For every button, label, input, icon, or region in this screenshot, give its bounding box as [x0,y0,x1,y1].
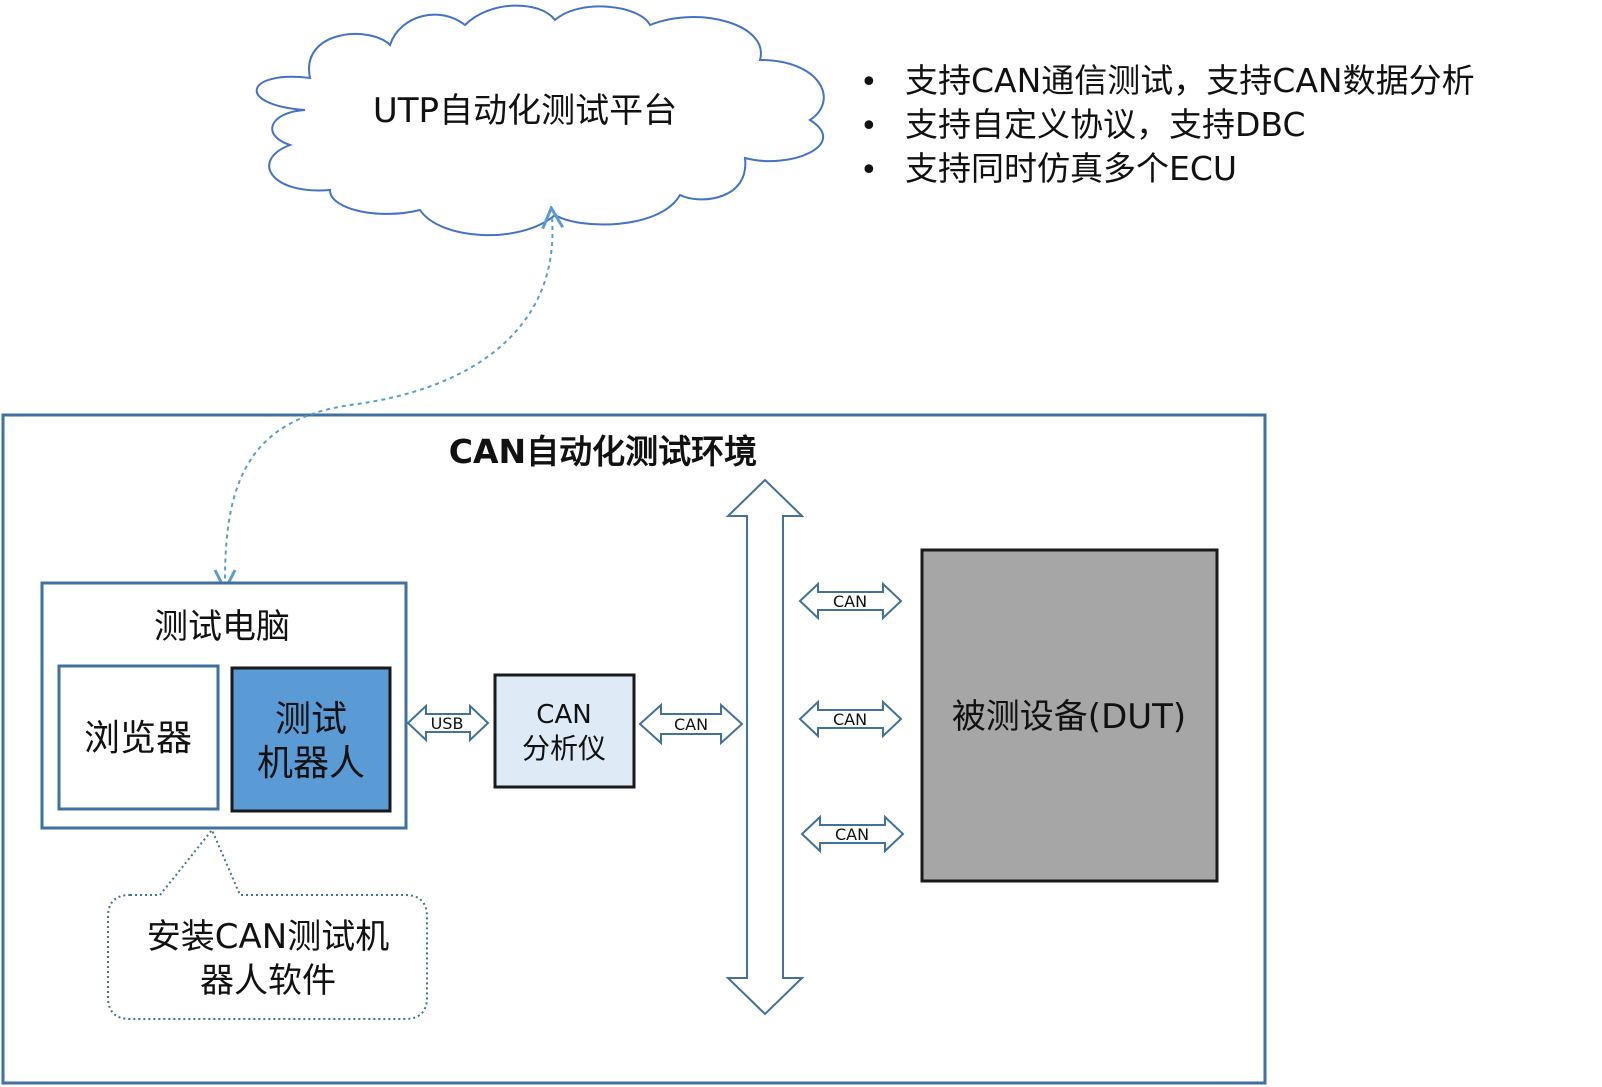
can-label-dut-3: CAN [835,825,869,844]
can-analyzer-box [493,673,636,789]
can-label-dut-1: CAN [833,592,867,611]
callout-line2: 器人软件 [200,961,336,1001]
test-robot-box [230,666,392,813]
callout-bubble [107,828,428,1020]
usb-label: USB [431,714,464,733]
feature-item: 支持自定义协议，支持DBC [905,105,1306,144]
can-analyzer-line2: 分析仪 [522,732,606,765]
environment-title: CAN自动化测试环境 [449,432,757,471]
can-arrow-dut-3 [800,814,905,854]
test-robot-label-line1: 测试 [275,699,347,740]
can-analyzer-line1: CAN [536,700,591,730]
browser-box [57,664,220,811]
browser-label: 浏览器 [84,718,192,759]
test-pc-title: 测试电脑 [154,607,290,647]
feature-bullet: • [860,65,878,100]
feature-bullet: • [860,153,878,188]
dut-box [920,548,1219,883]
can-bus-arrow [725,478,805,1016]
environment-frame [1,413,1267,1085]
feature-item: 支持CAN通信测试，支持CAN数据分析 [905,61,1475,100]
cloud-connection [225,218,552,580]
feature-bullet: • [860,109,878,144]
test-robot-label-line2: 机器人 [257,743,365,784]
can-arrow-dut-2 [798,699,903,739]
can-arrow-analyzer [638,702,744,746]
can-arrow-dut-1 [798,581,903,621]
cloud-label: UTP自动化测试平台 [373,91,677,131]
dut-label: 被测设备(DUT) [952,697,1186,737]
can-label-analyzer: CAN [674,715,708,734]
callout-line1: 安装CAN测试机 [147,917,389,957]
usb-arrow [406,703,490,743]
feature-list: • 支持CAN通信测试，支持CAN数据分析 • 支持自定义协议，支持DBC • … [860,61,1475,188]
can-label-dut-2: CAN [833,710,867,729]
feature-item: 支持同时仿真多个ECU [905,149,1237,188]
